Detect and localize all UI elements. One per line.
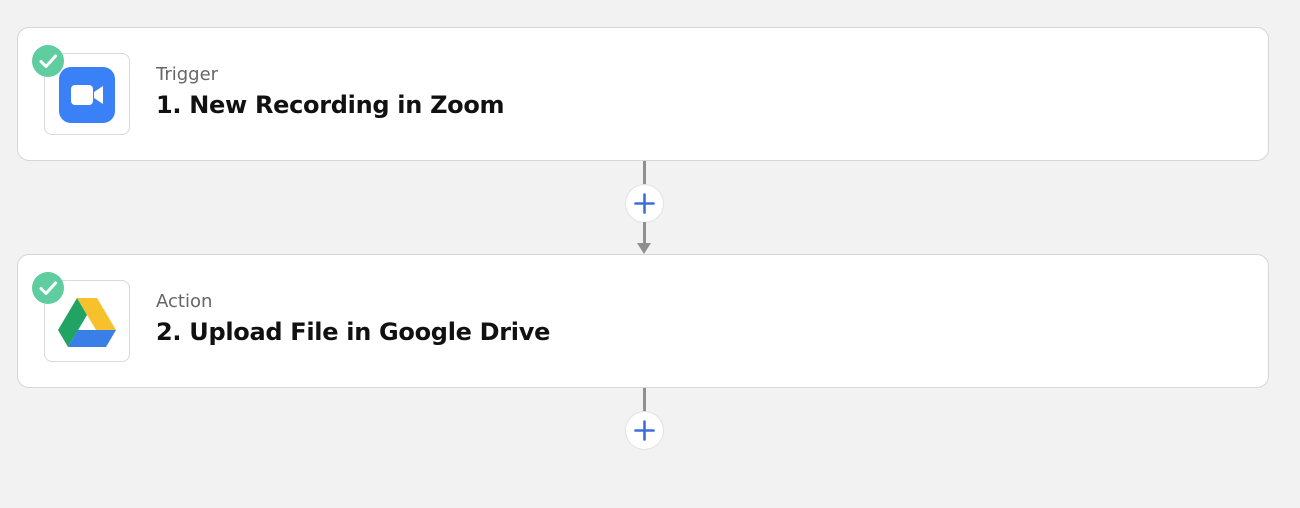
arrow-down-icon [637,243,651,254]
step-title: 2. Upload File in Google Drive [156,318,551,346]
step-type-label: Trigger [156,64,219,85]
step-type-label: Action [156,291,213,312]
connector-line [643,388,646,413]
zoom-icon [59,67,115,123]
check-icon [32,45,64,77]
connector-line [643,161,646,186]
trigger-step-card[interactable]: Trigger 1. New Recording in Zoom [17,27,1269,161]
action-step-card[interactable]: Action 2. Upload File in Google Drive [17,254,1269,388]
check-icon [32,272,64,304]
app-icon-tile [44,280,130,362]
plus-icon [626,185,663,222]
plus-icon [626,412,663,449]
add-step-button[interactable] [626,185,663,222]
app-icon-tile [44,53,130,135]
connector-line [643,222,646,244]
google-drive-icon [58,297,116,347]
step-title: 1. New Recording in Zoom [156,91,505,119]
add-step-button[interactable] [626,412,663,449]
